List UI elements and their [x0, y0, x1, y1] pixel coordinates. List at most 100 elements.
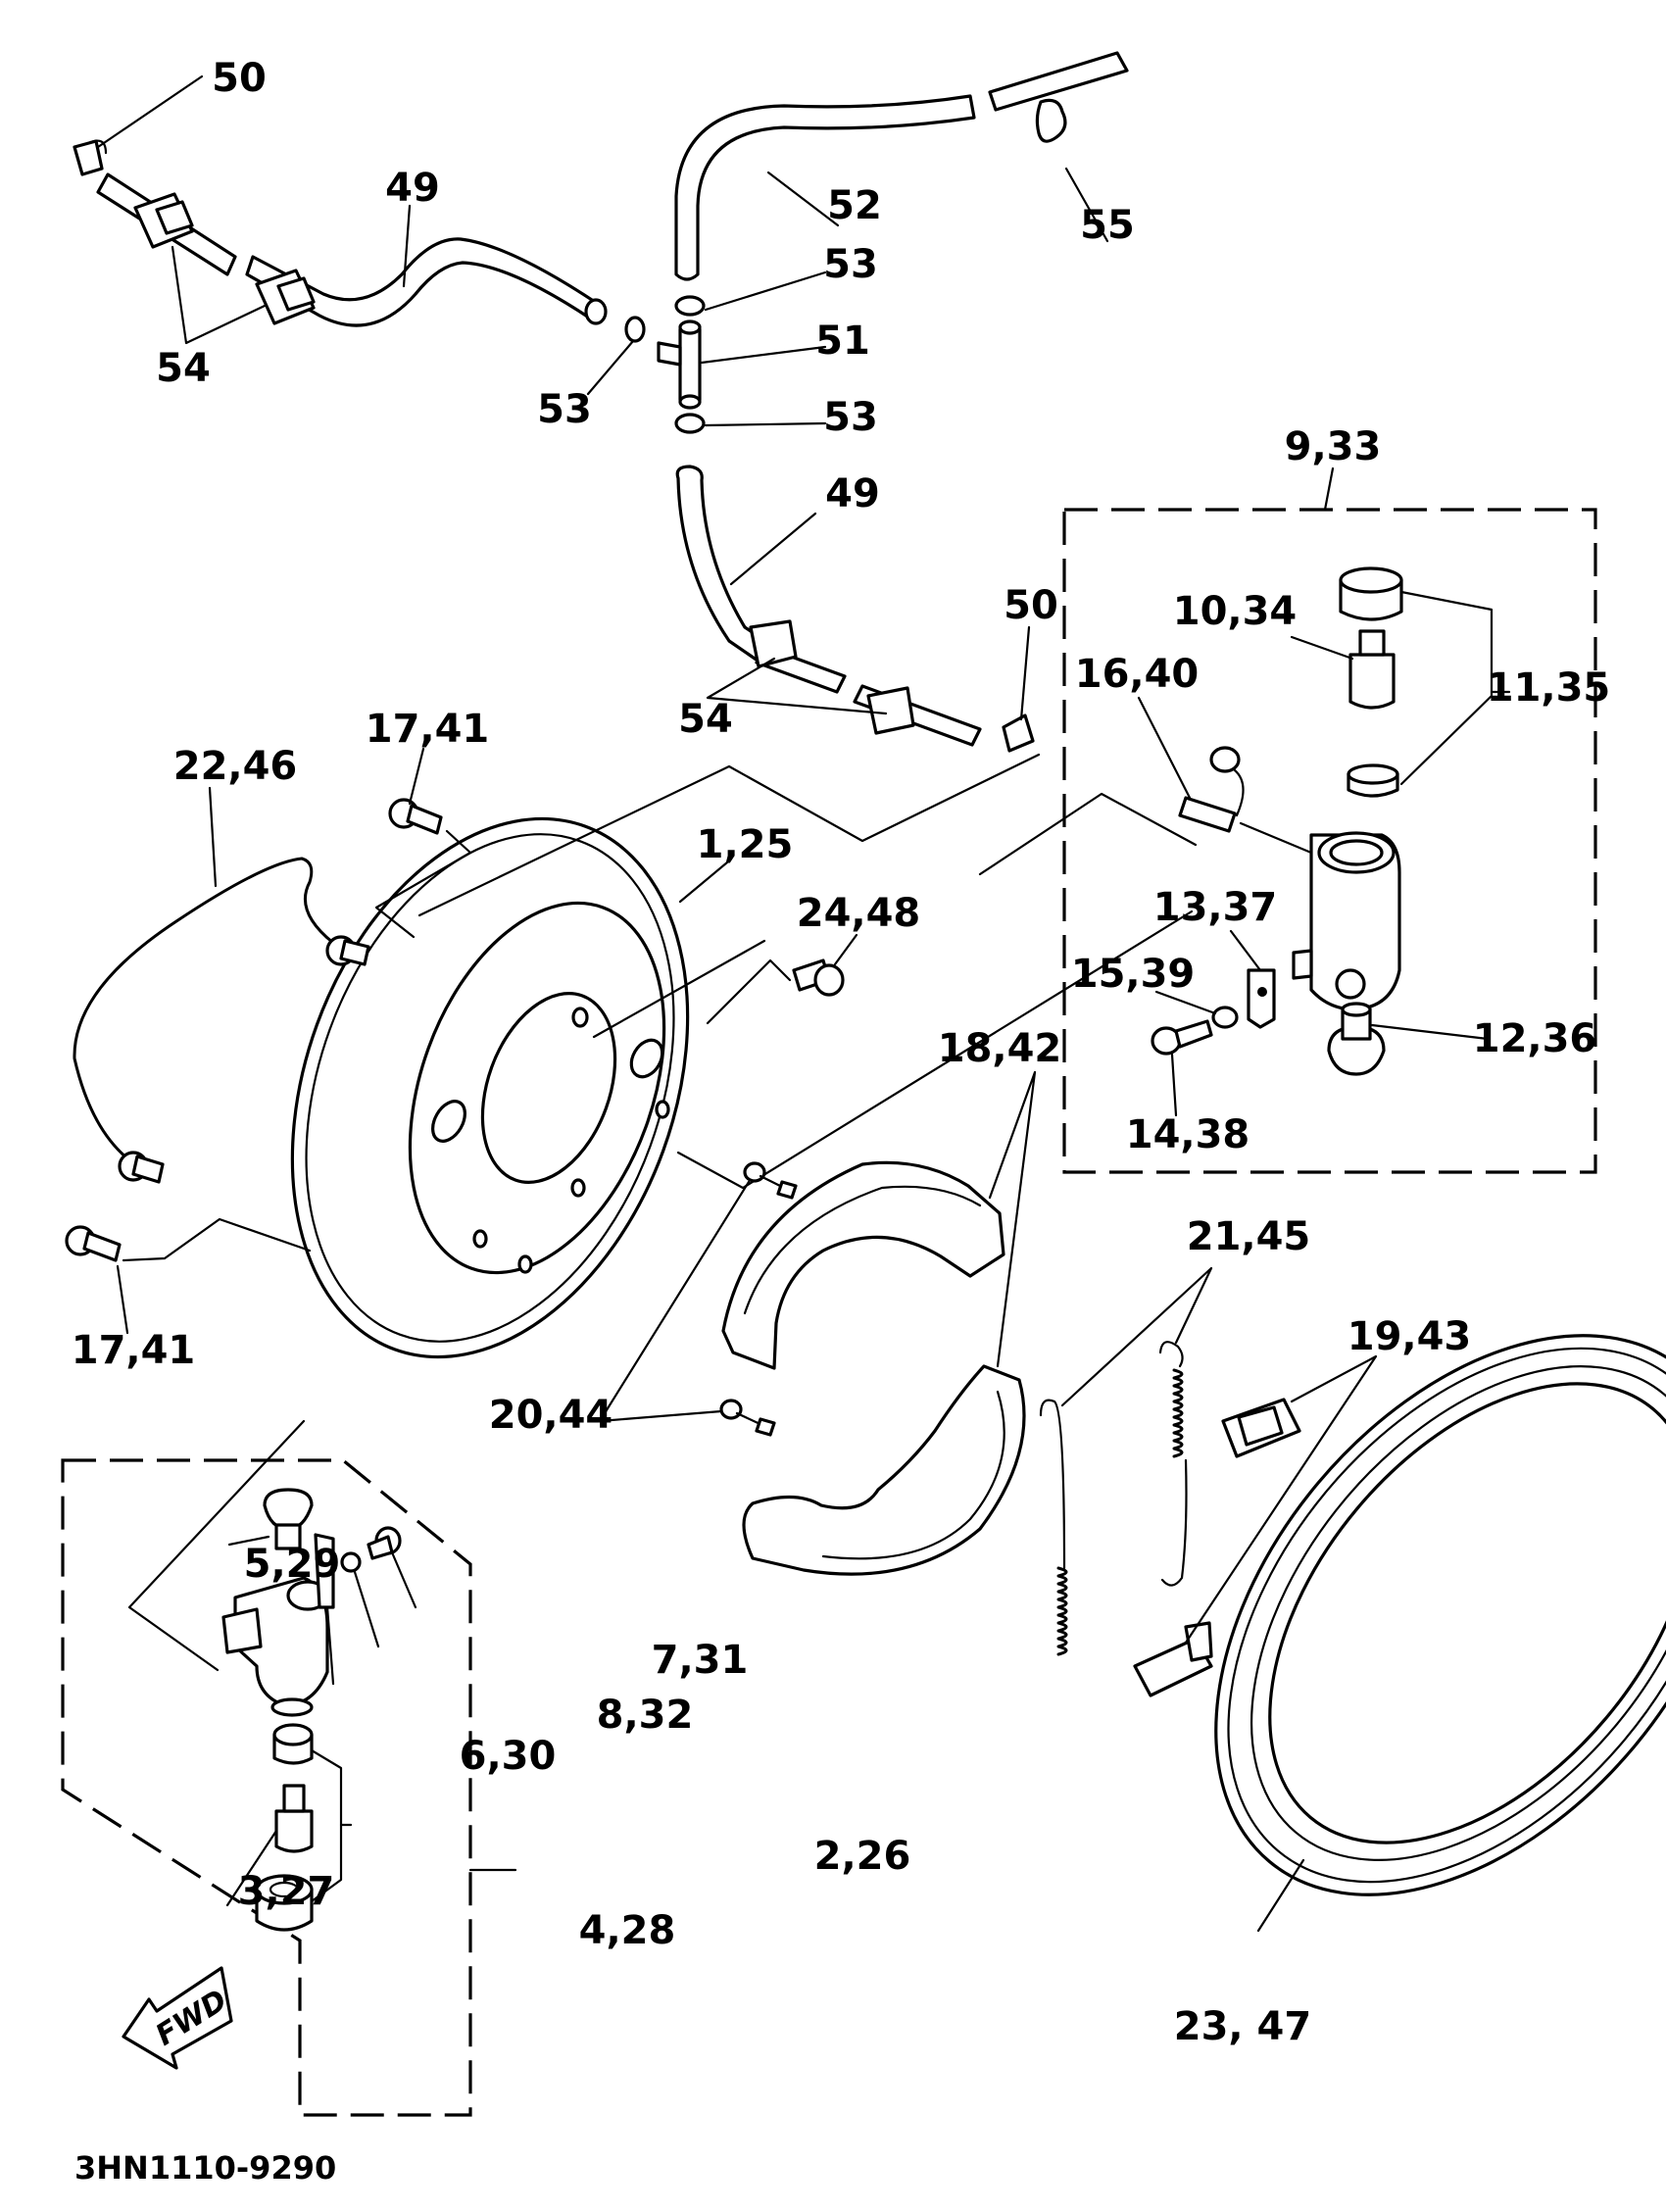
hose-clamp-lower	[749, 619, 915, 735]
leader-53a	[704, 270, 827, 312]
callout-10-34: 10,34	[1173, 589, 1298, 634]
callout-52: 52	[827, 183, 882, 228]
leader-5-29	[227, 1535, 270, 1547]
brake-hose-top	[674, 51, 1129, 281]
leader-49a	[402, 204, 412, 288]
callout-3-27: 3,27	[238, 1869, 335, 1914]
leader-11-35	[1399, 590, 1494, 786]
leader-52	[766, 171, 840, 227]
leader-8-32	[353, 1570, 380, 1648]
assembly-box-left	[61, 1458, 472, 2117]
leader-backplate-hole	[676, 909, 1194, 1190]
leader-10-34	[1290, 635, 1354, 661]
brake-shoe-lower	[742, 1364, 1026, 1576]
piston-right	[1348, 629, 1396, 710]
brake-drum	[1214, 1334, 1666, 1896]
leader-16-40	[1137, 696, 1192, 800]
pin-20-upper	[743, 1161, 798, 1200]
callout-54: 54	[678, 697, 733, 742]
leader-backplate-upper	[417, 753, 1041, 917]
leader-12-36	[1370, 1023, 1490, 1041]
leader-7-31	[390, 1550, 417, 1609]
leader-55	[1064, 167, 1109, 243]
washer-8	[340, 1551, 362, 1573]
clip-19-lower	[1133, 1621, 1213, 1697]
leader-22-46	[208, 786, 218, 888]
callout-19-43: 19,43	[1348, 1314, 1472, 1359]
leader-18-42	[988, 1070, 1037, 1368]
callout-8-32: 8,32	[597, 1693, 694, 1738]
bolt-17-lower	[65, 1225, 122, 1262]
leader-15-39	[1154, 990, 1217, 1015]
leader-50a	[96, 74, 204, 149]
callout-9-33: 9,33	[1285, 424, 1382, 469]
piston-3	[274, 1784, 314, 1853]
leader-14-38	[1170, 1053, 1178, 1117]
leader-19-43	[1184, 1354, 1378, 1645]
callout-5-29: 5,29	[244, 1542, 341, 1587]
cup-4-lower	[255, 1874, 314, 1932]
leader-53b	[586, 339, 635, 396]
leader-to-cylinder-a	[1239, 821, 1313, 855]
pin-20-lower	[719, 1399, 776, 1437]
callout-24-48: 24,48	[797, 891, 921, 936]
return-spring-left	[1039, 1399, 1068, 1656]
callout-51: 51	[815, 319, 870, 364]
callout-17-41: 17,41	[72, 1328, 196, 1373]
callout-50: 50	[1004, 583, 1058, 628]
leader-51	[700, 345, 827, 365]
callout-13-37: 13,37	[1153, 885, 1278, 930]
cylinder-cup-seals-right	[1339, 566, 1403, 798]
leader-54b	[706, 657, 888, 715]
bolt-17-upper	[388, 798, 443, 835]
seal-4-upper	[272, 1723, 314, 1765]
leader-21-45	[1060, 1266, 1213, 1407]
leader-3-27	[225, 1829, 278, 1907]
screw-14	[1151, 1019, 1213, 1056]
callout-6-30: 6,30	[460, 1734, 557, 1779]
clip-left	[73, 139, 108, 176]
callout-53: 53	[823, 395, 878, 440]
return-spring-right	[1158, 1341, 1188, 1587]
leader-backplate-right	[978, 792, 1198, 876]
callout-12-36: 12,36	[1473, 1016, 1597, 1061]
washer-15	[1211, 1006, 1239, 1029]
leader-17-41a	[408, 747, 425, 806]
leader-box-left	[127, 1419, 306, 1672]
callout-4-28: 4,28	[579, 1908, 676, 1953]
callout-16-40: 16,40	[1075, 652, 1200, 697]
plate-6	[314, 1533, 335, 1609]
adjuster-5	[263, 1488, 314, 1550]
callout-15-39: 15,39	[1071, 952, 1196, 997]
leader-24-48	[833, 933, 858, 966]
assembly-box-right	[1062, 508, 1597, 1174]
callout-49: 49	[385, 166, 440, 211]
hose-clips	[624, 295, 706, 434]
brake-back-plate	[290, 816, 690, 1359]
callout-1-25: 1,25	[697, 822, 794, 867]
plate-13	[1247, 968, 1276, 1029]
callout-14-38: 14,38	[1126, 1112, 1250, 1157]
leader-53c	[704, 421, 827, 427]
callout-7-31: 7,31	[652, 1638, 749, 1683]
clip-lower	[1002, 713, 1035, 753]
leader-54a	[171, 245, 267, 345]
callout-2-26: 2,26	[814, 1834, 911, 1879]
callout-18-42: 18,42	[938, 1026, 1062, 1071]
leader-bolt-24	[706, 959, 792, 1025]
callout-20-44: 20,44	[489, 1393, 613, 1438]
leader-backplate-hole2	[592, 939, 766, 1039]
screw-7	[367, 1526, 402, 1560]
callout-55: 55	[1080, 203, 1135, 248]
leader-bolt-17-upper	[374, 829, 472, 939]
callout-21-45: 21,45	[1187, 1214, 1311, 1259]
callout-53: 53	[823, 242, 878, 287]
brake-pipe	[73, 857, 370, 1184]
callout-17-41: 17,41	[366, 707, 490, 752]
brake-shoe-upper	[721, 1160, 1005, 1370]
callout-11-35: 11,35	[1487, 665, 1611, 711]
leader-50b	[1019, 625, 1031, 721]
callout-50: 50	[212, 56, 267, 101]
diagram-code: 3HN1110-9290	[74, 2149, 336, 2187]
